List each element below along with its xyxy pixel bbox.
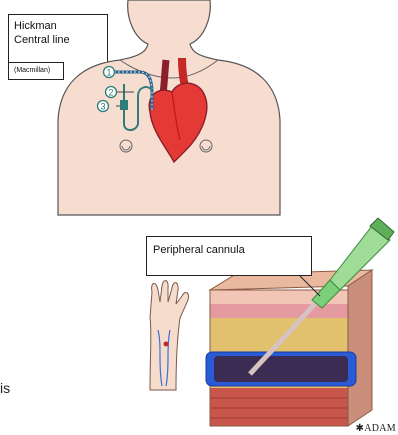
catheter-marker-2: 2 xyxy=(106,87,117,98)
hickman-label-line2: Central line xyxy=(14,33,103,47)
adam-credit: ✱ADAM xyxy=(356,423,396,434)
skin-tissue-block xyxy=(210,270,372,426)
adam-credit-text: ADAM xyxy=(364,423,396,434)
vein-cross-section xyxy=(206,352,356,386)
marker-number-2: 2 xyxy=(108,88,113,98)
hickman-source-label: (Macmillan) xyxy=(8,62,64,80)
star-icon: ✱ xyxy=(356,423,365,434)
marker-number-3: 3 xyxy=(100,102,105,112)
catheter-marker-1: 1 xyxy=(104,67,115,78)
stray-text: is xyxy=(0,380,10,396)
catheter-marker-3: 3 xyxy=(98,101,109,112)
hickman-label: Hickman Central line xyxy=(8,14,108,62)
hickman-label-line1: Hickman xyxy=(14,19,103,33)
marker-number-1: 1 xyxy=(106,68,111,78)
peripheral-cannula-label: Peripheral cannula xyxy=(146,236,312,276)
hand-illustration xyxy=(150,281,188,390)
